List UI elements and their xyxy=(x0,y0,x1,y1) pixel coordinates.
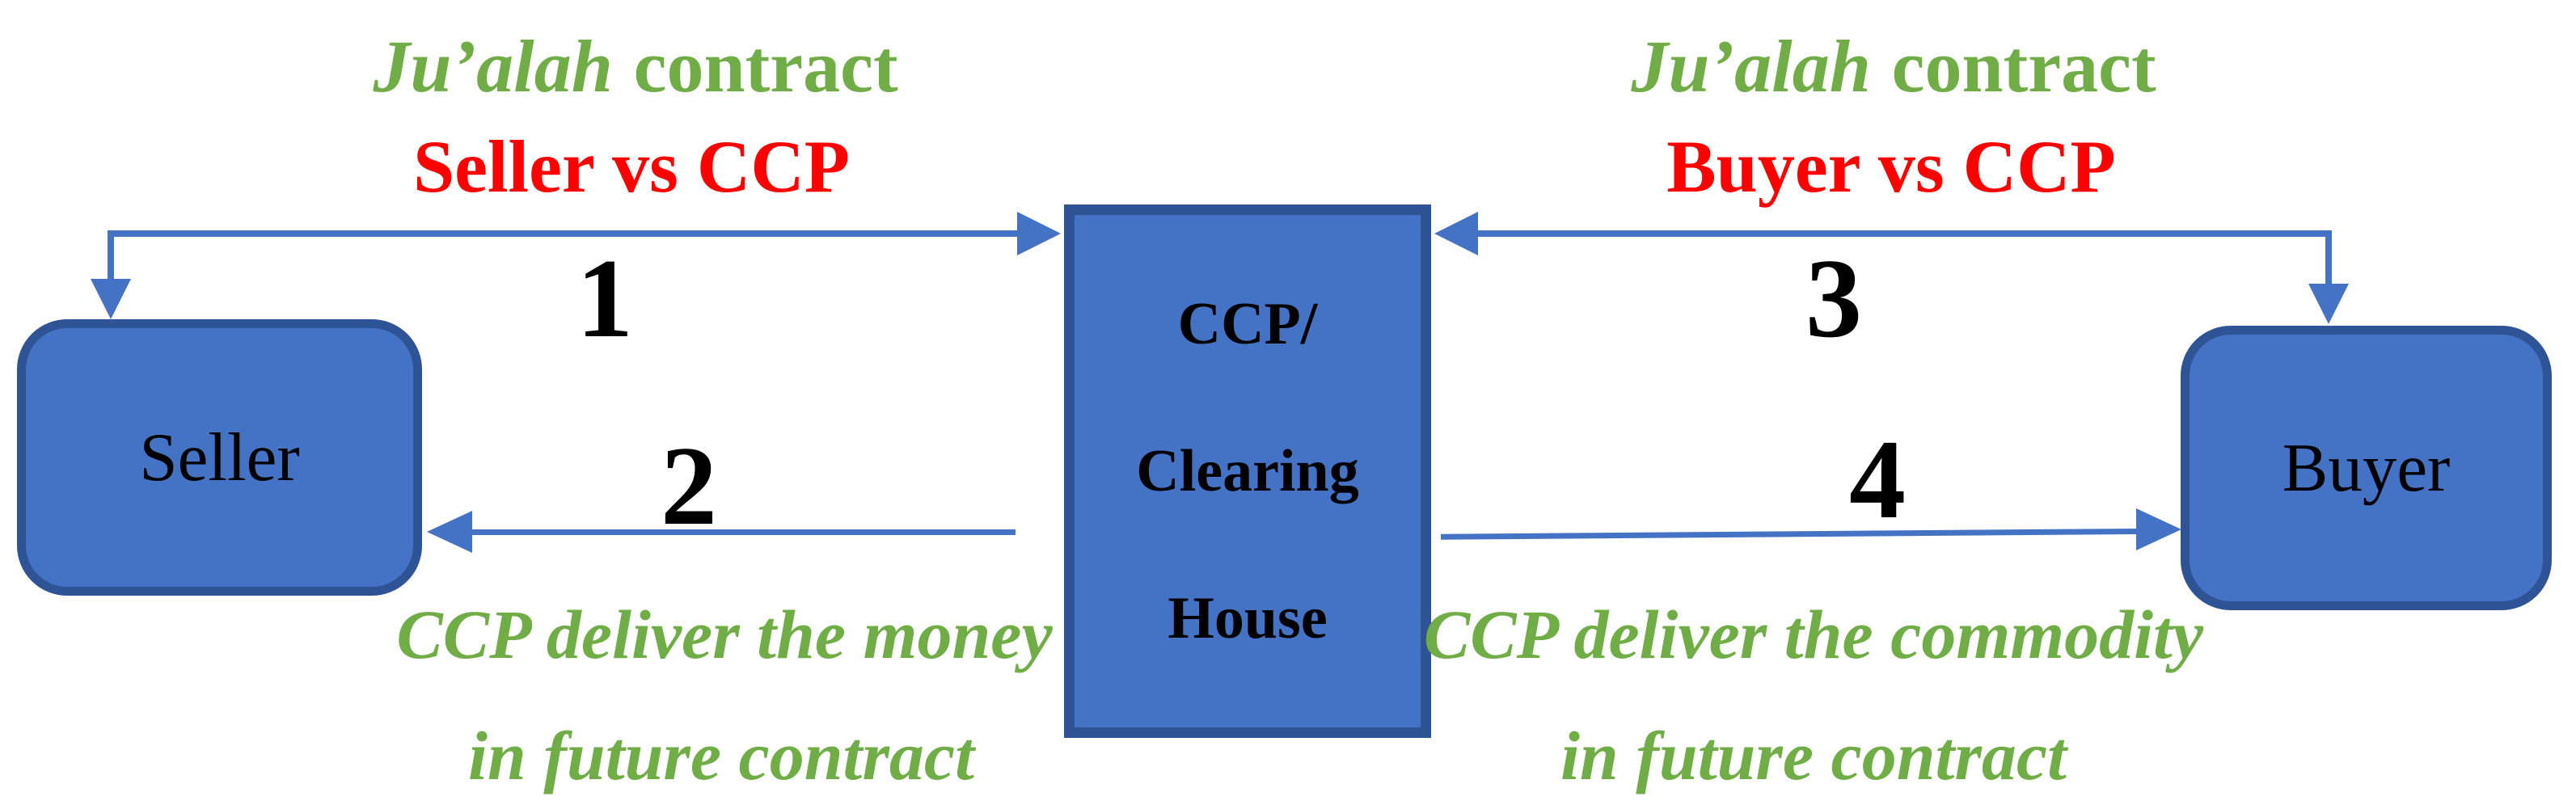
seller-node: Seller xyxy=(17,319,422,596)
left-contract-subtitle: Seller vs CCP xyxy=(412,125,851,208)
buyer-node: Buyer xyxy=(2181,326,2552,610)
ccp-node-line1: CCP/ xyxy=(1177,291,1318,357)
left-contract-title-rest: contract xyxy=(633,25,898,107)
flow-step-1-label: 1 xyxy=(576,236,633,361)
right-contract-title-rest: contract xyxy=(1891,25,2156,107)
ccp-clearing-house-node: CCP/ Clearing House xyxy=(1064,204,1431,738)
seller-node-label: Seller xyxy=(139,419,300,495)
right-caption-line2: in future contract xyxy=(1560,717,2067,794)
connector1-horizontal-line xyxy=(108,230,1017,237)
connector1-arrowhead-right-icon xyxy=(1017,212,1061,255)
right-caption-line1: CCP deliver the commodity xyxy=(1423,596,2204,673)
connector3-vertical-line xyxy=(2325,230,2332,284)
connector1-arrowhead-down-icon xyxy=(91,279,131,319)
left-caption-line2: in future contract xyxy=(468,717,974,794)
connector1-vertical-line xyxy=(108,230,114,280)
buyer-node-label: Buyer xyxy=(2282,429,2451,506)
right-contract-subtitle: Buyer vs CCP xyxy=(1666,125,2116,208)
connector3-horizontal-line xyxy=(1478,230,2332,237)
flow-step-2-label: 2 xyxy=(661,424,717,549)
right-contract-title-italic: Ju’alah xyxy=(1631,25,1871,107)
connector3-arrowhead-left-icon xyxy=(1434,212,1478,255)
ccp-node-line2: Clearing xyxy=(1136,438,1359,504)
connector3-arrowhead-down-icon xyxy=(2308,284,2349,324)
arrow4-line xyxy=(1440,529,2137,540)
left-caption-line1: CCP deliver the money xyxy=(396,596,1053,673)
ccp-node-line3: House xyxy=(1168,585,1328,651)
flow-step-4-label: 4 xyxy=(1849,417,1906,542)
arrow2-line xyxy=(472,529,1016,535)
arrow2-arrowhead-left-icon xyxy=(427,511,472,553)
arrow4-arrowhead-right-icon xyxy=(2136,508,2181,550)
left-contract-title-italic: Ju’alah xyxy=(373,25,613,107)
flow-step-3-label: 3 xyxy=(1805,236,1862,361)
